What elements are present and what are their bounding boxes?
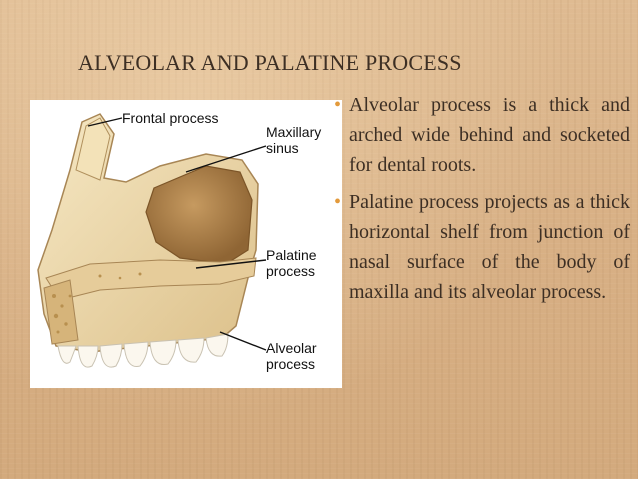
bullet-list: • Alveolar process is a thick and arched… xyxy=(330,90,630,314)
maxillary-sinus xyxy=(145,165,253,265)
bullet-text-palatine: Palatine process projects as a thick hor… xyxy=(349,191,630,303)
label-alveolar-process: Alveolar process xyxy=(266,340,317,372)
leader-lines xyxy=(87,117,267,351)
slide-title: ALVEOLAR AND PALATINE PROCESS xyxy=(78,50,462,75)
spongy-bone-pores xyxy=(52,272,142,334)
label-maxillary-sinus: Maxillary sinus xyxy=(266,124,322,156)
bullet-item: • Alveolar process is a thick and arched… xyxy=(330,90,630,180)
maxilla-figure: Frontal process Maxillary sinus Palatine… xyxy=(30,100,342,388)
frontal-process xyxy=(75,117,111,181)
label-palatine-process: Palatine process xyxy=(266,247,317,279)
bullet-text-alveolar: Alveolar process is a thick and arched w… xyxy=(349,94,630,176)
teeth xyxy=(57,333,229,368)
palatine-shelf xyxy=(45,257,257,301)
maxilla-illustration xyxy=(37,113,267,368)
bullet-icon: • xyxy=(334,94,342,116)
bullet-item: • Palatine process projects as a thick h… xyxy=(330,187,630,307)
label-frontal-process: Frontal process xyxy=(122,110,219,126)
bullet-icon: • xyxy=(334,191,342,213)
